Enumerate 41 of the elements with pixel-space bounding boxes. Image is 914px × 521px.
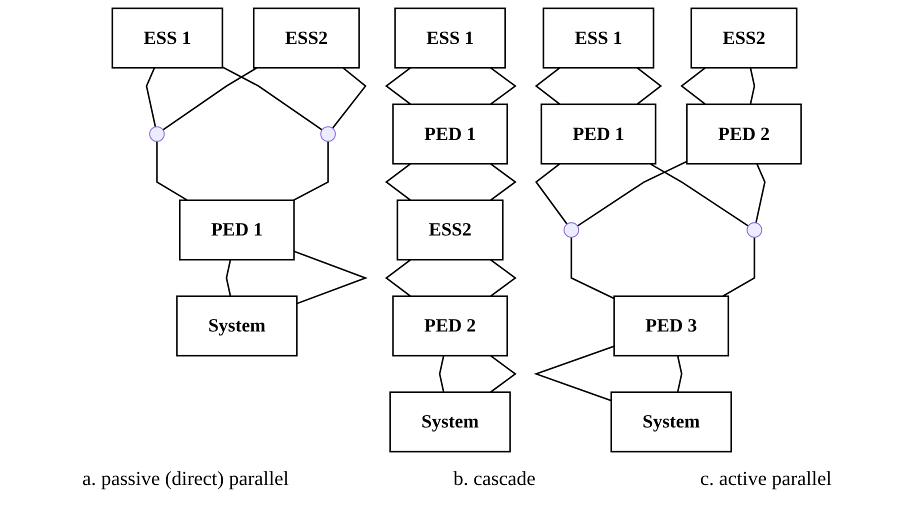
node-box	[390, 391, 512, 452]
caption: a. passive (direct) parallel	[82, 468, 289, 491]
node-box	[176, 295, 298, 356]
node-box	[396, 199, 504, 260]
connector	[294, 250, 368, 304]
node-box	[112, 8, 224, 69]
connector	[226, 260, 232, 296]
connector	[535, 163, 568, 225]
node-box	[614, 295, 730, 356]
node-circle	[746, 222, 763, 238]
connector	[722, 237, 756, 297]
connector	[534, 346, 615, 402]
connector	[577, 160, 688, 227]
node-box	[542, 8, 655, 69]
connector	[293, 141, 330, 201]
node-box	[690, 8, 798, 69]
node-box	[392, 104, 508, 165]
node-box	[394, 8, 506, 69]
caption: c. active parallel	[700, 468, 832, 491]
node-circle	[320, 126, 336, 142]
caption: b. cascade	[453, 468, 536, 491]
connector	[332, 67, 367, 129]
connector	[650, 163, 750, 227]
node-box	[253, 8, 360, 69]
block-diagram: ESS 1 ESS2 PED 1 System ESS 1 PED 1 ESS2 PED 2 System ESS 1 ESS2 PED 1 PED 2 PED 3 System	[104, 0, 810, 460]
connector	[162, 67, 258, 131]
node-box	[540, 104, 657, 165]
node-box	[610, 391, 732, 452]
connector	[570, 237, 615, 300]
connector	[677, 356, 683, 392]
connector	[222, 66, 323, 131]
node-box	[392, 295, 508, 356]
node-box	[686, 104, 802, 165]
node-circle	[149, 126, 166, 142]
connector	[439, 356, 445, 392]
connector	[755, 163, 766, 224]
node-circle	[564, 222, 580, 238]
connector	[146, 67, 156, 128]
connector	[750, 68, 756, 104]
connector	[156, 141, 188, 201]
node-box	[179, 199, 296, 260]
